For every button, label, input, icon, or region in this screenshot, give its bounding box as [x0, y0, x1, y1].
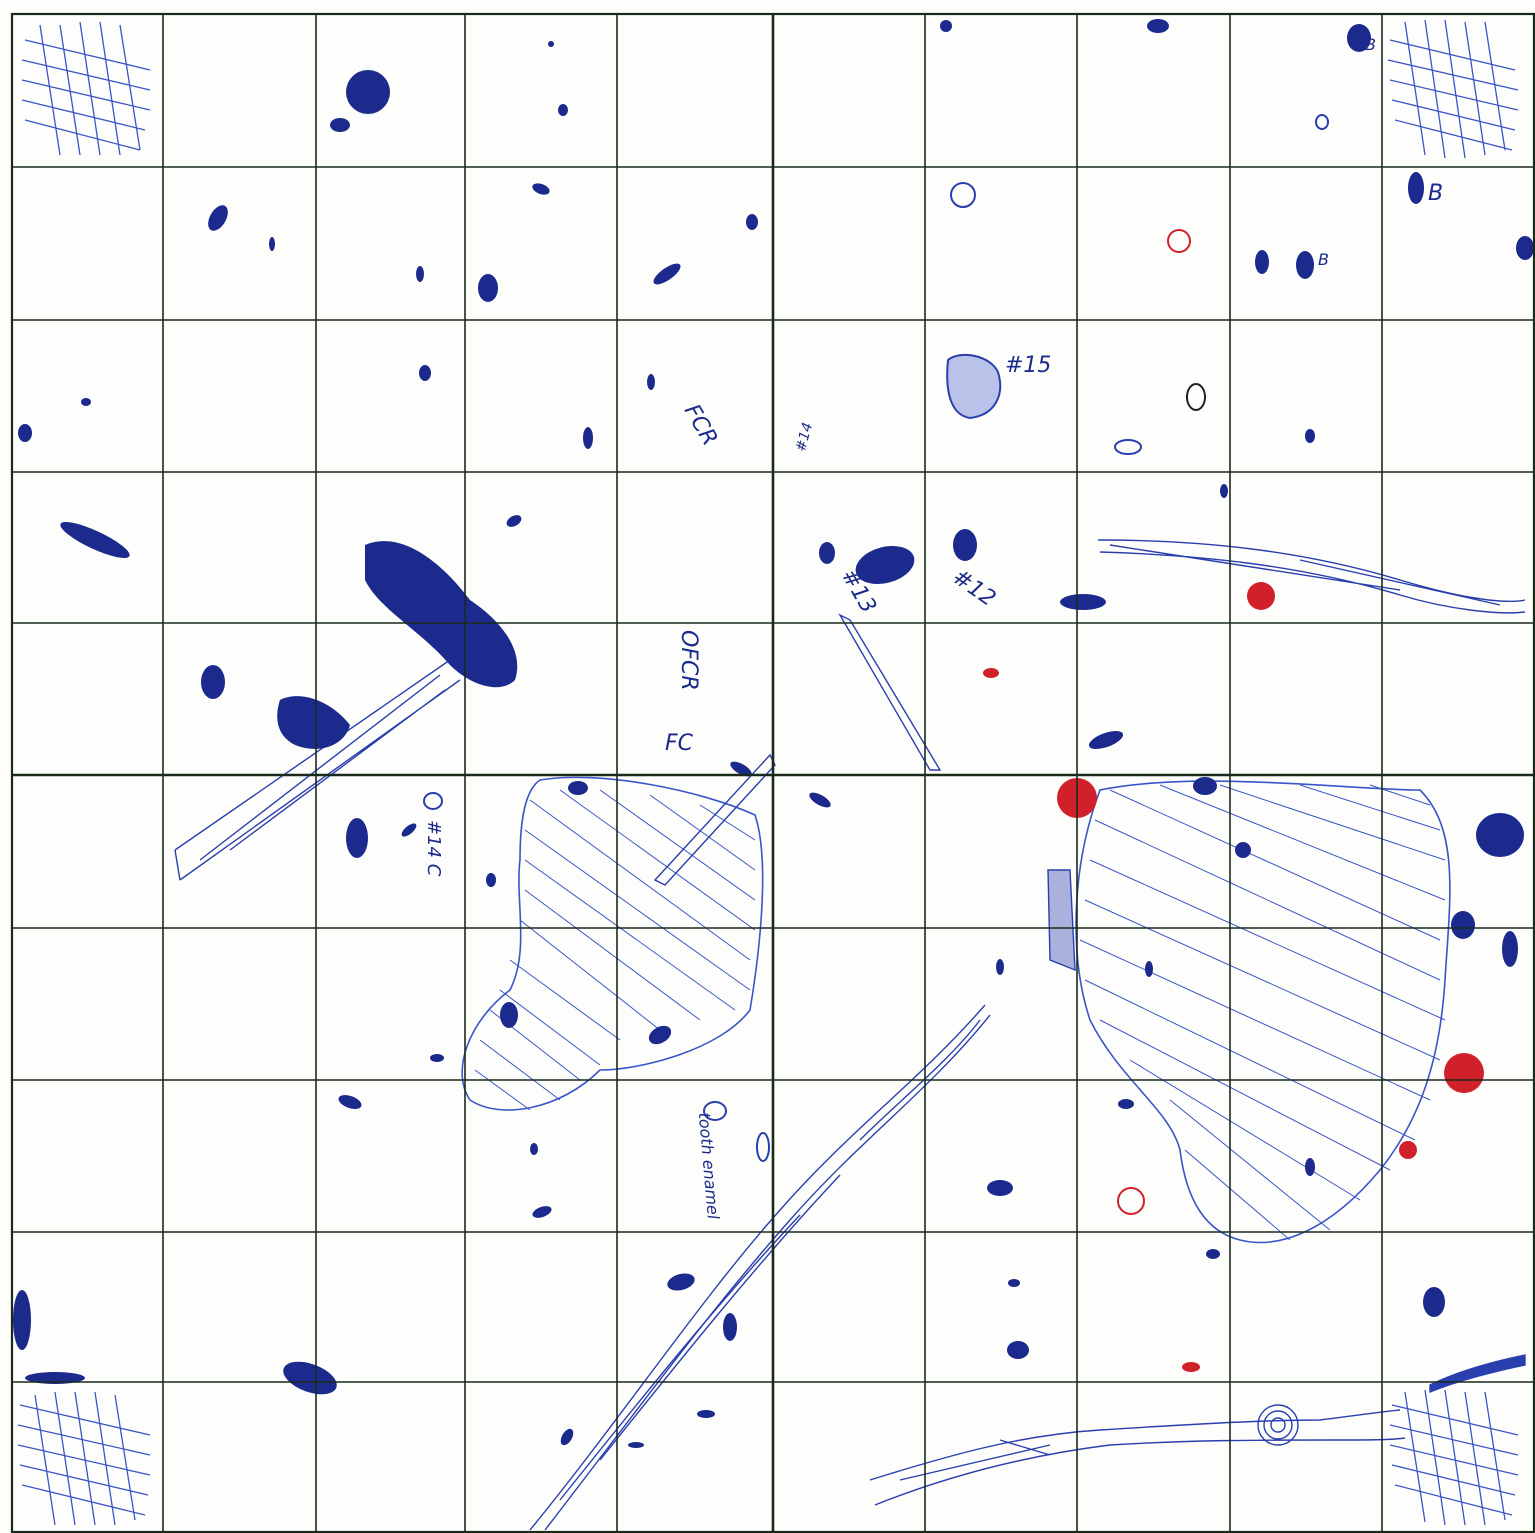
label-12: #12	[948, 565, 1000, 612]
corner-hatch-top-right	[1388, 20, 1518, 158]
bone-bottom-right	[870, 1405, 1405, 1505]
corner-hatch-top-left	[22, 22, 150, 155]
label-15: #15	[1005, 353, 1051, 378]
label-c14: #14 C	[423, 820, 444, 877]
bone-center-sliver	[655, 615, 1525, 1392]
label-fc-3: FC	[665, 731, 694, 756]
label-fcr-2: OFCR	[676, 630, 701, 691]
label-tooth-enamel: tooth enamel	[695, 1112, 723, 1221]
outlined-features	[424, 115, 1328, 1161]
label-fcr-1: FCR	[679, 400, 722, 450]
bone-long-diagonal	[530, 1005, 990, 1530]
corner-hatch-bottom-right	[1390, 1390, 1518, 1525]
label-b-2: B	[1318, 250, 1329, 269]
red-markers	[983, 230, 1484, 1372]
corner-hatch-bottom-left	[18, 1392, 150, 1525]
label-14: #14	[793, 421, 816, 454]
hatched-feature-right	[1076, 781, 1450, 1242]
grid-lines	[12, 14, 1534, 1532]
bone-top-right	[1098, 540, 1525, 613]
label-b-1: B	[1428, 181, 1443, 206]
label-b-3: B	[1365, 35, 1376, 54]
